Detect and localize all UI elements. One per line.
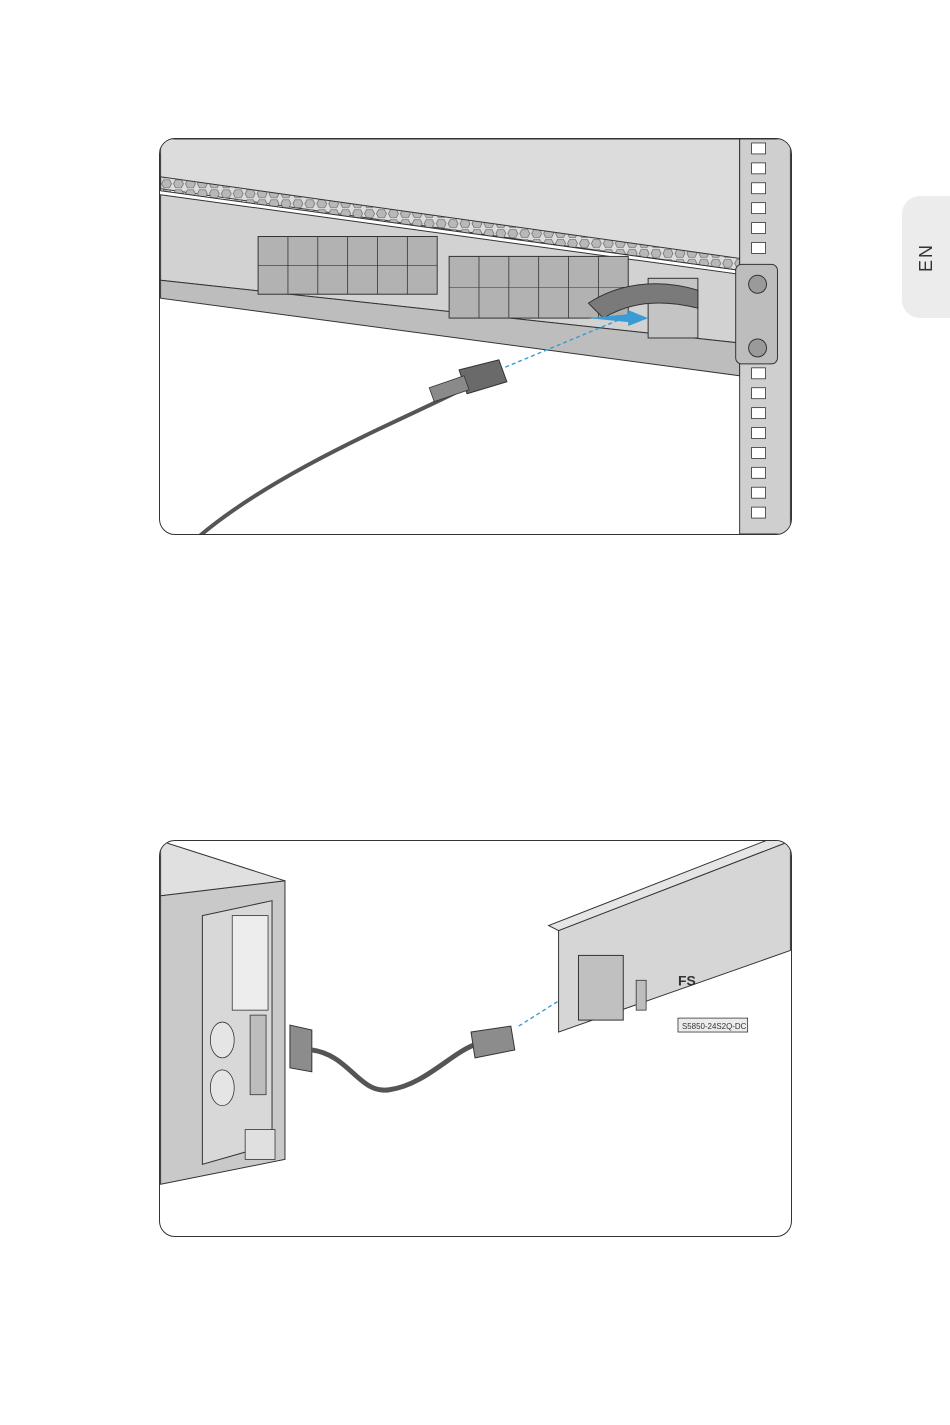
pc-expansion-slots	[232, 916, 268, 1011]
pc-fan-top	[210, 1022, 234, 1058]
fiber-cable	[198, 388, 465, 534]
pc-fan-bottom	[210, 1070, 234, 1106]
model-label: S5850-24S2Q-DC	[682, 1022, 747, 1031]
console-port-block	[578, 955, 623, 1020]
fiber-connection-illustration	[160, 139, 791, 534]
db9-connector	[290, 1025, 312, 1072]
console-connection-illustration: FS S5850-24S2Q-DC	[160, 841, 791, 1236]
pc-power-socket	[245, 1130, 275, 1160]
console-cable	[312, 1045, 474, 1090]
language-tab-label: EN	[916, 242, 937, 271]
bracket-screw-bottom	[749, 339, 767, 357]
brand-logo-text: FS	[678, 972, 696, 988]
bracket-screw-top	[749, 275, 767, 293]
figure-fiber-connection	[159, 138, 792, 535]
rj45-connector	[471, 1026, 515, 1058]
language-tab[interactable]: EN	[902, 196, 950, 318]
usb-port	[636, 980, 646, 1010]
sfp-port-group-left	[258, 237, 437, 295]
pc-io-ports	[250, 1015, 266, 1095]
figure-console-connection: FS S5850-24S2Q-DC	[159, 840, 792, 1237]
